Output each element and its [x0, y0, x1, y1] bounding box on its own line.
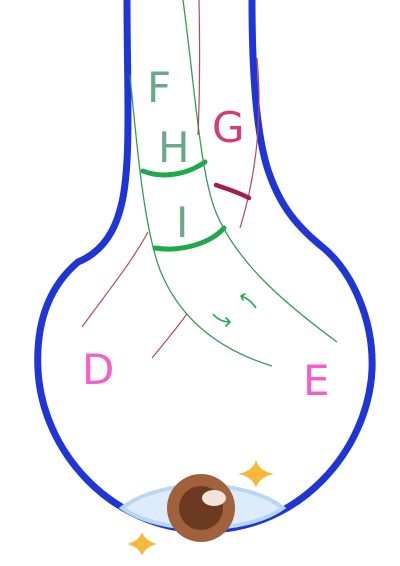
- green-line-left: [129, 74, 273, 367]
- label-d: D: [82, 345, 114, 394]
- eye-icon: [118, 474, 287, 542]
- red-mark: [213, 182, 252, 201]
- label-h: H: [158, 123, 190, 172]
- red-line-bottom: [151, 313, 188, 359]
- green-mark-lower: [152, 225, 227, 252]
- arrow-icon: [212, 313, 231, 327]
- green-mark-upper: [140, 159, 208, 178]
- red-line-top: [197, 0, 201, 136]
- label-g: G: [212, 103, 245, 152]
- label-f: F: [147, 63, 171, 112]
- sparkle-icon: [127, 532, 157, 556]
- red-line-left: [81, 231, 149, 328]
- arrow-icon: [240, 293, 257, 309]
- flask-outline: [34, 0, 376, 534]
- green-line-right: [182, 0, 338, 343]
- label-i: I: [176, 198, 188, 247]
- red-line-right: [239, 57, 260, 229]
- sparkle-icon: [238, 460, 274, 488]
- label-e: E: [303, 356, 330, 405]
